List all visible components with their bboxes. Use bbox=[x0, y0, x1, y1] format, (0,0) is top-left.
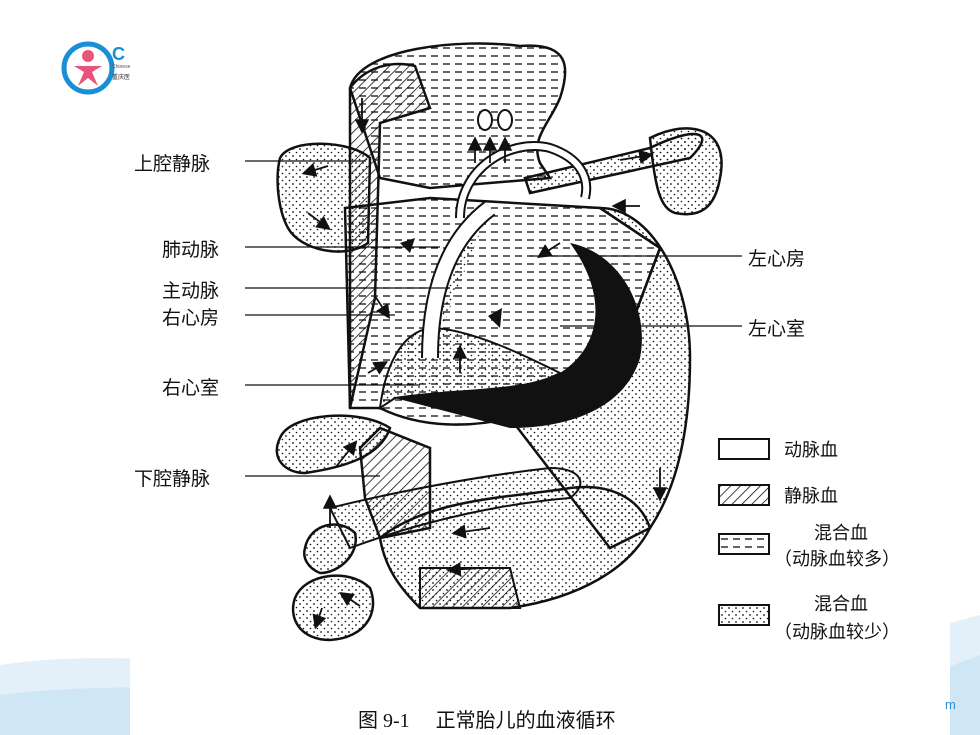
right-hand bbox=[648, 127, 723, 216]
placenta-upper bbox=[303, 523, 358, 575]
valve-marker bbox=[488, 308, 502, 328]
aortic-arch-inner bbox=[457, 143, 590, 219]
legend-swatch-hatch bbox=[718, 484, 770, 506]
legend-swatch-blank bbox=[718, 438, 770, 460]
legend-text: 动脉血 bbox=[784, 440, 838, 461]
svc-region bbox=[348, 62, 432, 409]
label-superior-vena-cava: 上腔静脉 bbox=[134, 153, 211, 175]
logo-subtitle-en: Chinese bbox=[112, 64, 131, 70]
fetal-circulation-diagram bbox=[245, 42, 742, 642]
label-right-ventricle: 右心室 bbox=[162, 377, 220, 399]
logo-subtitle-cn: 重庆医 bbox=[112, 74, 131, 81]
logo-brand-text: C bbox=[112, 44, 125, 64]
legend-text: 静脉血 bbox=[784, 486, 838, 507]
caption-number: 图 9-1 bbox=[358, 710, 410, 732]
fetal-circulation-figure: 上腔静脉 肺动脉 主动脉 右心房 右心室 下腔静脉 左心房 左心室 动脉血 静脉… bbox=[130, 28, 950, 735]
legend-text-note: （动脉血较多） bbox=[774, 549, 900, 570]
legend-text: 混合血 bbox=[814, 594, 868, 615]
legend-swatch-dots bbox=[718, 604, 770, 626]
leader-lines bbox=[245, 160, 742, 477]
hospital-logo-icon bbox=[61, 41, 115, 95]
placenta-lower bbox=[291, 574, 375, 642]
corner-text: m bbox=[945, 697, 956, 712]
legend-swatch-dash bbox=[718, 533, 770, 555]
label-aorta: 主动脉 bbox=[162, 280, 220, 302]
left-ventricle-wall bbox=[395, 243, 642, 428]
figure-caption: 图 9-1 正常胎儿的血液循环 bbox=[358, 704, 616, 733]
ductus-marker bbox=[400, 238, 415, 253]
label-pulmonary-artery: 肺动脉 bbox=[162, 239, 220, 261]
brain-ovals bbox=[477, 109, 493, 131]
legend-text-note: （动脉血较少） bbox=[774, 622, 900, 643]
label-left-atrium: 左心房 bbox=[748, 248, 806, 270]
caption-title: 正常胎儿的血液循环 bbox=[435, 708, 616, 732]
pulmonary-trunk-inner bbox=[423, 202, 495, 359]
label-left-ventricle: 左心室 bbox=[748, 318, 806, 340]
label-inferior-vena-cava: 下腔静脉 bbox=[134, 468, 211, 490]
umbilical-vessels bbox=[328, 466, 582, 550]
label-right-atrium: 右心房 bbox=[162, 307, 220, 329]
lower-hatched bbox=[419, 567, 522, 609]
flow-arrows bbox=[301, 98, 668, 630]
legend-text: 混合血 bbox=[814, 523, 868, 544]
